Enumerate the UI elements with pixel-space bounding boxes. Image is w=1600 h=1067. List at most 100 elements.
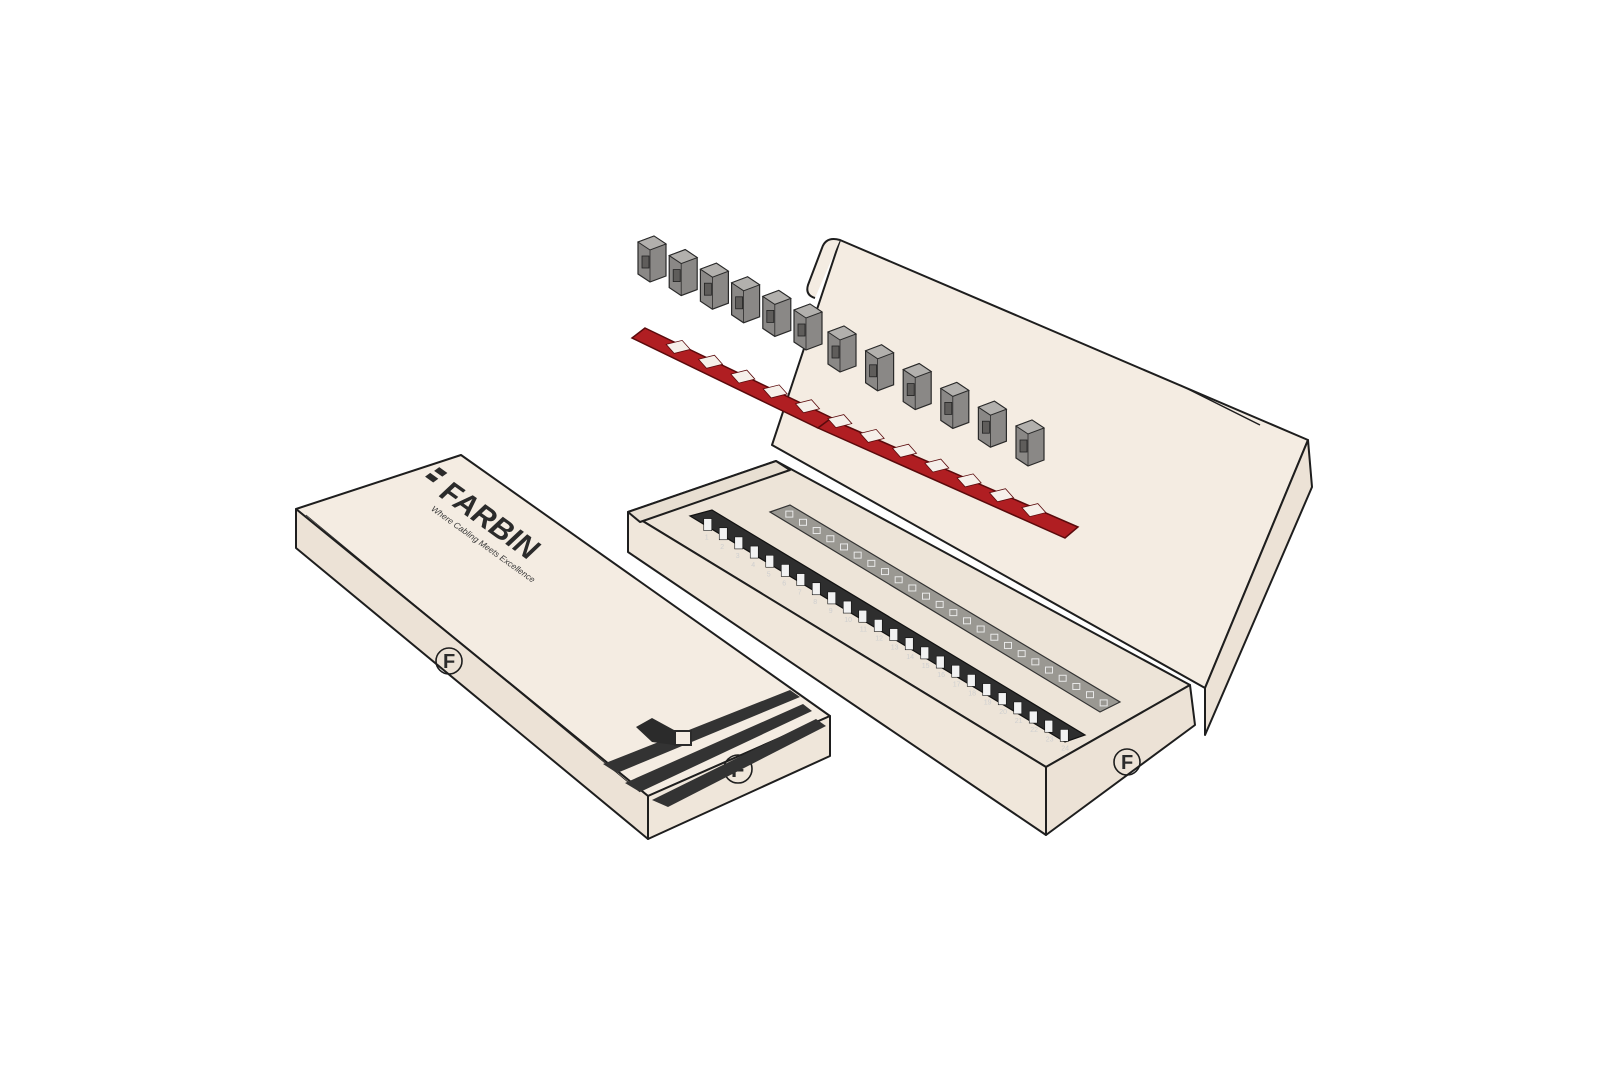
tray-clip: [935, 600, 944, 608]
port-number-label: 17: [953, 681, 961, 688]
svg-text:F: F: [443, 651, 455, 673]
panel-port: 10: [842, 600, 852, 624]
port-number-label: 24: [1061, 745, 1069, 752]
frame-window: [762, 384, 788, 399]
panel-port: 4: [749, 545, 759, 569]
frame-window: [1021, 503, 1047, 518]
frame-window: [988, 488, 1015, 503]
port-number-label: 12: [875, 635, 883, 642]
tray-clip: [976, 625, 985, 633]
base-logo-mark: F: [1113, 748, 1141, 776]
port-number-label: 21: [1015, 718, 1023, 725]
panel-port: 22: [1028, 710, 1038, 734]
keystone-jack-icon: [826, 325, 858, 373]
tray-clip: [867, 559, 876, 567]
panel-port: 23: [1044, 719, 1054, 743]
tray-clip: [922, 592, 930, 600]
frame-window: [859, 428, 885, 443]
panel-port: 13: [889, 628, 899, 652]
port-number-label: 10: [844, 617, 852, 624]
port-number-label: 9: [829, 608, 833, 615]
tray-clip: [1058, 674, 1067, 682]
tray-clip: [894, 576, 903, 584]
tray-clip: [1045, 666, 1053, 674]
tray-clip: [799, 518, 807, 526]
port-number-label: 22: [1030, 727, 1038, 734]
tray-clip: [1017, 650, 1026, 658]
tray-clip: [1004, 641, 1012, 649]
port-number-label: 16: [937, 672, 945, 679]
panel-port: 20: [997, 692, 1007, 716]
stripe-3: [652, 719, 826, 807]
panel-port: 9: [827, 591, 837, 615]
panel-port: 7: [796, 573, 806, 597]
svg-text:F: F: [1121, 752, 1133, 774]
port-number-label: 19: [984, 700, 992, 707]
lid-flap-edge: [1204, 439, 1313, 736]
tray-clip: [949, 609, 958, 617]
panel-port: 2: [718, 527, 728, 551]
ethernet-plug-icon: [636, 718, 674, 745]
port-number-label: 8: [813, 599, 817, 606]
panel-port: 18: [966, 674, 976, 697]
port-number-label: 3: [736, 553, 740, 560]
keystone-jack-icon: [761, 289, 792, 338]
tray-clip: [1086, 691, 1094, 699]
port-number-label: 2: [720, 544, 724, 551]
tray-clip: [1031, 658, 1040, 666]
tray-clip: [785, 510, 794, 518]
panel-port: 6: [780, 564, 790, 587]
frame-window: [697, 354, 724, 369]
port-number-label: 15: [922, 663, 930, 670]
port-number-label: 20: [999, 709, 1007, 716]
panel-port: 21: [1013, 701, 1023, 725]
port-number-label: 11: [860, 626, 867, 633]
keystone-jack-icon: [1014, 419, 1046, 467]
lid-cable-graphic: [603, 690, 826, 807]
panel-port: 8: [811, 582, 821, 606]
box-base: [627, 238, 1313, 836]
stripe-1: [603, 690, 800, 773]
keystone-jack-icon: [636, 235, 668, 283]
port-number-label: 6: [782, 580, 786, 587]
base-back-wall-lip: [627, 460, 791, 523]
frame-window: [827, 414, 853, 429]
port-number-label: 13: [891, 645, 899, 652]
frame-window: [794, 399, 821, 414]
port-number-label: 23: [1046, 736, 1054, 743]
keystone-jack-icon: [977, 400, 1008, 448]
panel-port: 3: [734, 536, 744, 560]
tray-clips: [785, 510, 1108, 707]
frame-window: [891, 443, 918, 458]
panel-port: 19: [982, 683, 992, 707]
panel-port: 11: [858, 609, 867, 633]
panel-port: 16: [935, 655, 945, 679]
port-number-label: 7: [798, 590, 802, 597]
panel-port: 1: [703, 518, 713, 542]
keystone-jack-icon: [730, 276, 761, 324]
panel-port: 5: [765, 554, 775, 578]
keystone-jack-icon: [902, 362, 933, 411]
tray-clip: [826, 535, 835, 543]
port-number-label: 14: [906, 654, 914, 661]
stripe-2: [625, 704, 812, 792]
port-number-label: 5: [767, 571, 771, 578]
keystone-jack-icon: [939, 381, 970, 430]
keystone-jack-icon: [668, 248, 699, 297]
tray-clip: [990, 633, 999, 641]
frame-window: [924, 458, 950, 473]
tray-clip: [881, 568, 889, 576]
tray-clip: [853, 551, 862, 559]
frame-window: [730, 369, 756, 384]
panel-port: 24: [1059, 729, 1069, 752]
lid-logo-mark-1: F: [435, 647, 463, 675]
keystone-jack-icon: [792, 303, 824, 351]
frame-windows: [665, 339, 1047, 518]
port-number-label: 4: [751, 562, 755, 569]
panel-port: 15: [920, 646, 930, 670]
keystone-jack-icon: [864, 344, 895, 392]
panel-port: 14: [904, 637, 914, 661]
